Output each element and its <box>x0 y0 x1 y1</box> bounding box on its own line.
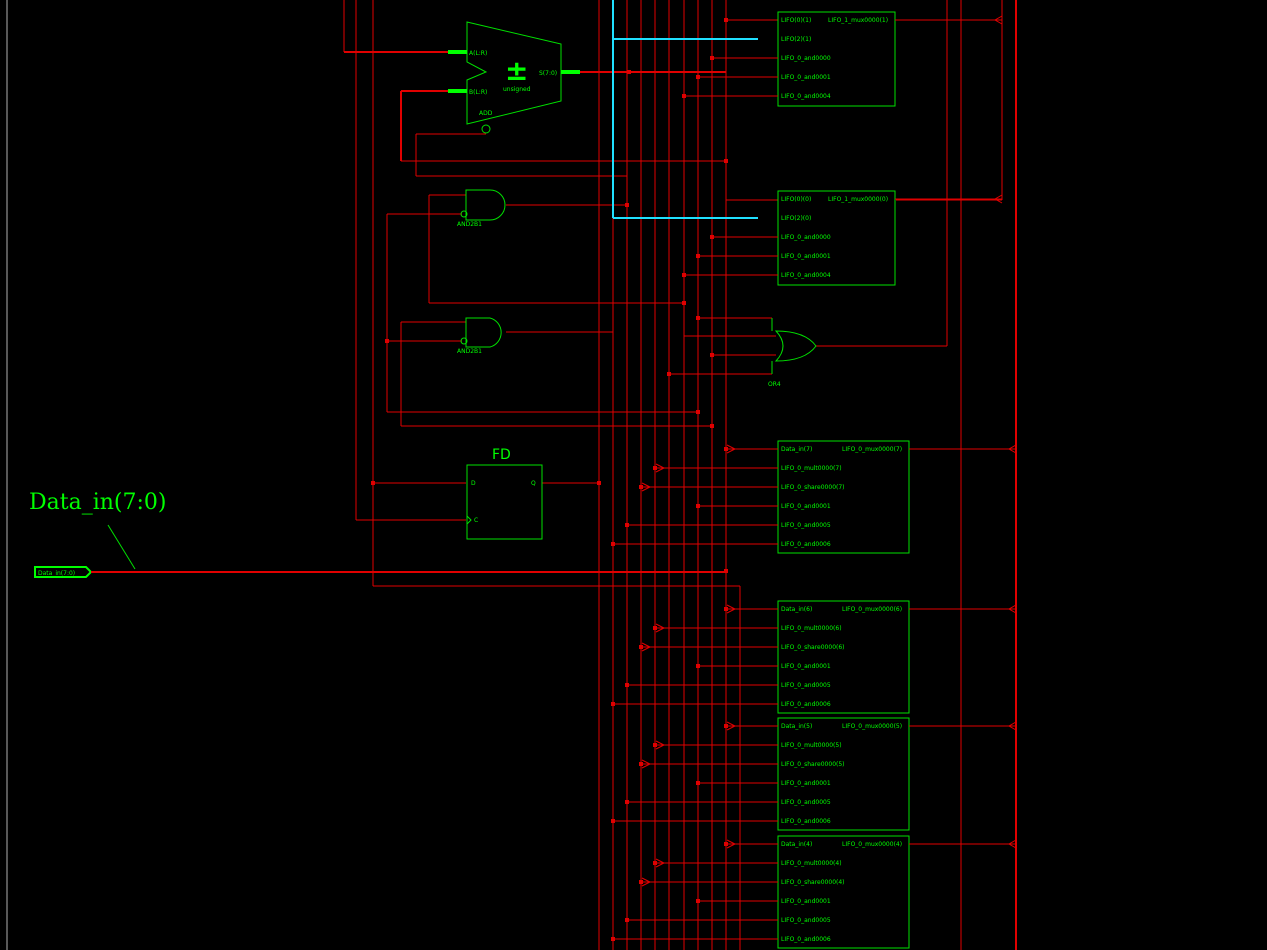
mux-input-label: LIFO_0_and0001 <box>781 898 831 905</box>
mux-input-label: Data_in(5) <box>781 723 812 730</box>
mux-input-label: LIFO_0_and0006 <box>781 818 831 825</box>
mux-output-label: LIFO_0_mux0000(5) <box>842 723 902 730</box>
mux-input-label: LIFO_0_and0001 <box>781 74 831 81</box>
mux-input-label: LIFO_0_and0006 <box>781 936 831 943</box>
mux-input-label: LIFO_0_mult0000(4) <box>781 860 842 867</box>
mux-input-label: LIFO_0_and0004 <box>781 93 831 100</box>
mux-input-label: LIFO_0_and0005 <box>781 799 831 806</box>
mux-input-label: LIFO_0_and0005 <box>781 522 831 529</box>
fd-pin-d: D <box>471 480 476 487</box>
highlighted-net[interactable] <box>612 0 758 219</box>
mux-input-label: LIFO_0_share0000(6) <box>781 644 845 651</box>
mux-input-label: LIFO_0_and0006 <box>781 541 831 548</box>
adder-port-b: B(L:R) <box>469 89 487 96</box>
mux-input-label: LIFO_0_mult0000(5) <box>781 742 842 749</box>
mux-input-label: LIFO_0_and0000 <box>781 234 831 241</box>
mux-block-mux0_4[interactable]: Data_in(4) LIFO_0_mult0000(4) LIFO_0_share… <box>611 835 1017 949</box>
mux-input-label: Data_in(4) <box>781 841 812 848</box>
mux-input-label: LIFO_0_share0000(5) <box>781 761 845 768</box>
data-in-port-label: Data_in(7:0) <box>38 570 75 577</box>
mux-output-label: LIFO_0_mux0000(4) <box>842 841 902 848</box>
mux-input-label: LIFO(2)(0) <box>781 215 811 222</box>
adder-port-s: S(7:0) <box>539 70 557 77</box>
fd-title: FD <box>492 447 511 463</box>
mux-input-label: Data_in(7) <box>781 446 812 453</box>
junction-dots <box>371 18 728 573</box>
adder-symbol: ± <box>505 54 528 87</box>
mux-input-label: LIFO_0_and0004 <box>781 272 831 279</box>
mux-input-label: LIFO_0_and0000 <box>781 55 831 62</box>
mux-output-label: LIFO_0_mux0000(7) <box>842 446 902 453</box>
mux-layer: LIFO(0)(1)LIFO(2)(1)LIFO_0_and0000LIFO_0… <box>611 11 1017 949</box>
adder-block[interactable]: A(L:R) B(L:R) S(7:0) ± unsigned ADD <box>448 21 580 134</box>
mux-block-mux1_b[interactable]: LIFO(0)(0) LIFO(2)(0) LIFO_0_and0000LIFO_0… <box>682 190 1003 286</box>
mux-block-mux0_5[interactable]: Data_in(5) LIFO_0_mult0000(5) LIFO_0_share… <box>611 717 1017 831</box>
and-gate-bottom[interactable]: AND2B1 <box>457 317 502 355</box>
mux-input-label: Data_in(6) <box>781 606 812 613</box>
vertical-wires <box>343 0 1017 950</box>
mux-input-label: LIFO(2)(1) <box>781 36 811 43</box>
adder-name: ADD <box>479 110 493 117</box>
fd-pin-q: Q <box>531 480 536 487</box>
mux-output-label: LIFO_1_mux0000(0) <box>828 196 888 203</box>
mux-input-label: LIFO_0_mult0000(7) <box>781 465 842 472</box>
mux-input-label: LIFO_0_and0001 <box>781 253 831 260</box>
mux-input-label: LIFO_0_and0001 <box>781 663 831 670</box>
or4-gate[interactable]: OR4 <box>768 318 817 388</box>
horizontal-wires <box>344 19 1002 587</box>
mux-input-label: LIFO_0_share0000(7) <box>781 484 845 491</box>
and-gate-top[interactable]: AND2B1 <box>457 189 506 228</box>
mux-input-label: LIFO(0)(0) <box>781 196 811 203</box>
mux-input-label: LIFO_0_and0006 <box>781 701 831 708</box>
mux-input-label: LIFO_0_and0001 <box>781 780 831 787</box>
or4-gate-label: OR4 <box>768 381 781 388</box>
mux-input-label: LIFO_0_and0001 <box>781 503 831 510</box>
mux-block-mux1_a[interactable]: LIFO(0)(1) LIFO(2)(1) LIFO_0_and0000LIFO_0… <box>682 11 1003 107</box>
mux-input-label: LIFO_0_mult0000(6) <box>781 625 842 632</box>
fd-pin-c: C <box>474 517 478 524</box>
mux-input-label: LIFO_0_and0005 <box>781 917 831 924</box>
and-gate-top-label: AND2B1 <box>457 221 482 228</box>
mux-input-label: LIFO_0_share0000(4) <box>781 879 845 886</box>
mux-block-mux0_6[interactable]: Data_in(6) LIFO_0_mult0000(6) LIFO_0_share… <box>611 600 1017 714</box>
mux-input-label: LIFO(0)(1) <box>781 17 811 24</box>
data-in-annotation: Data_in(7:0) <box>29 490 167 515</box>
and-gate-bottom-label: AND2B1 <box>457 348 482 355</box>
adder-mode: unsigned <box>503 86 531 93</box>
fd-flipflop[interactable]: FD D Q C <box>466 447 543 540</box>
mux-input-label: LIFO_0_and0005 <box>781 682 831 689</box>
mux-output-label: LIFO_1_mux0000(1) <box>828 17 888 24</box>
adder-port-a: A(L:R) <box>469 50 487 57</box>
data-in-port[interactable]: Data_in(7:0) Data_in(7:0) <box>29 490 726 578</box>
mux-block-mux0_7[interactable]: Data_in(7) LIFO_0_mult0000(7) LIFO_0_share… <box>611 440 1017 554</box>
mux-output-label: LIFO_0_mux0000(6) <box>842 606 902 613</box>
